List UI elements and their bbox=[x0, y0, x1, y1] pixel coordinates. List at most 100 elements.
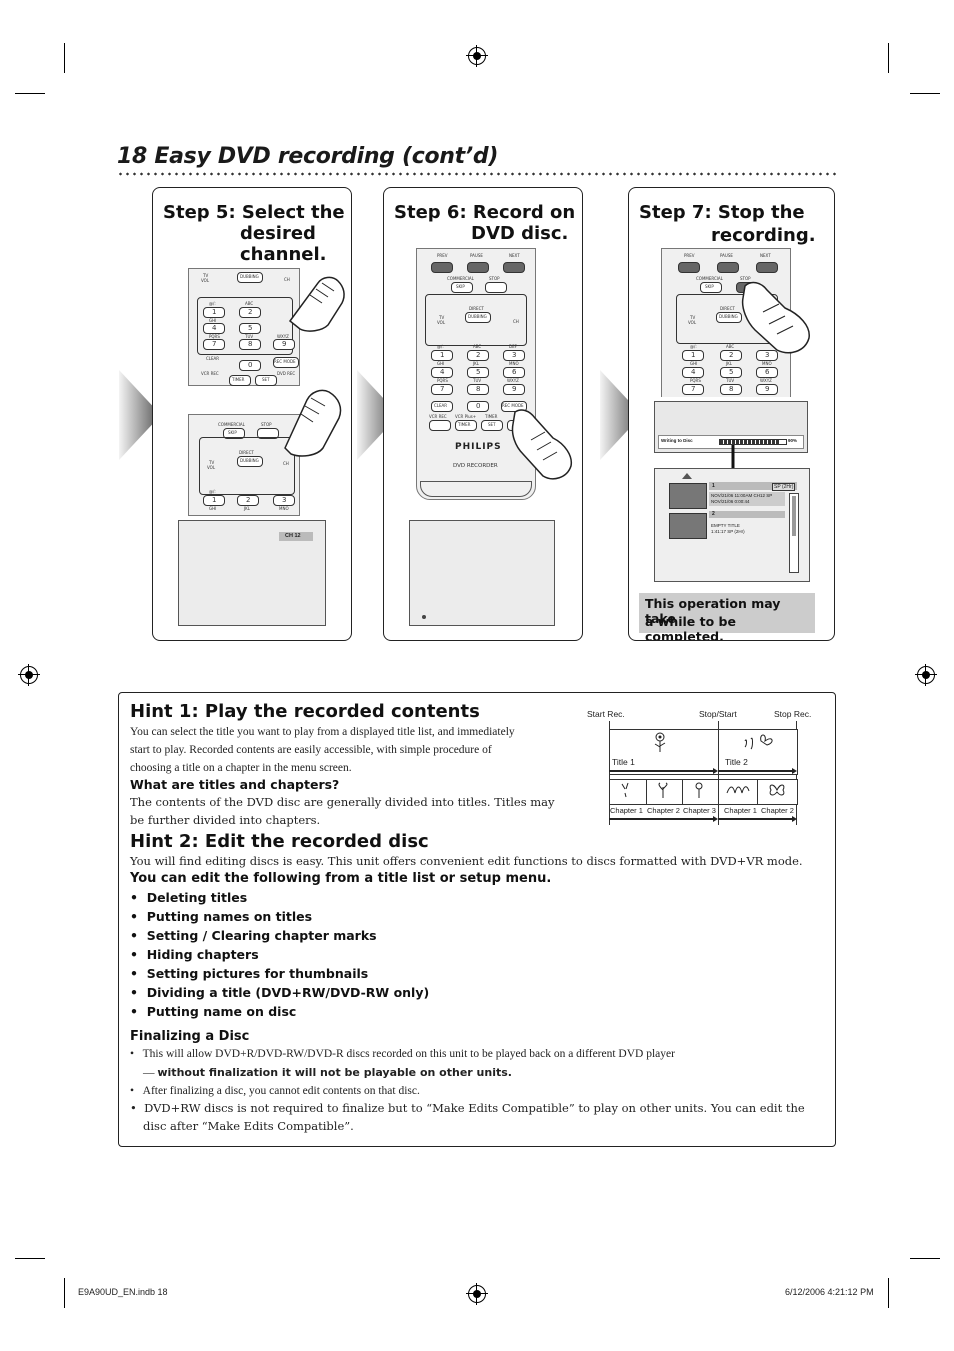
key-2-button[interactable] bbox=[720, 350, 742, 361]
title-chapter-diagram: Start Rec. Stop/Start Stop Rec. Title 1 … bbox=[581, 707, 831, 827]
finalizing-bullet: • After finalizing a disc, you cannot ed… bbox=[130, 1085, 420, 1097]
key-3-button[interactable] bbox=[503, 350, 525, 361]
clear-button[interactable] bbox=[431, 401, 453, 412]
progress-track bbox=[719, 439, 787, 445]
key-2-button[interactable] bbox=[467, 350, 489, 361]
key-4-button[interactable] bbox=[682, 367, 704, 378]
remote-illustration: PREV PAUSE NEXT COMMERCIAL STOP SKIP DIR… bbox=[416, 248, 536, 500]
dubbing-button[interactable] bbox=[716, 312, 742, 323]
key-2-button[interactable] bbox=[237, 495, 259, 506]
crop-mark bbox=[910, 1258, 940, 1259]
hint2-subheading: You can edit the following from a title … bbox=[130, 871, 552, 886]
dubbing-button[interactable] bbox=[237, 456, 263, 467]
key-8-button[interactable] bbox=[239, 339, 261, 350]
key-7-button[interactable] bbox=[431, 384, 453, 395]
caterpillar-icon bbox=[726, 786, 750, 794]
next-button[interactable] bbox=[756, 262, 778, 273]
step-arrow-icon bbox=[119, 370, 161, 460]
key-9-button[interactable] bbox=[273, 339, 295, 350]
chapter-cell bbox=[609, 779, 648, 805]
step7-panel: Step 7: Stop the recording. PREV PAUSE N… bbox=[628, 187, 835, 641]
set-button[interactable] bbox=[481, 420, 503, 431]
key-9-button[interactable] bbox=[503, 384, 525, 395]
dubbing-button[interactable] bbox=[465, 312, 491, 323]
title-list-screen: 1 SP (2Hr) NOV/21/06 11:00AM CH12 SP NOV… bbox=[654, 468, 810, 582]
step5-title-line1: Step 5: Select the bbox=[163, 202, 345, 223]
step6-title-line2: DVD disc. bbox=[471, 223, 569, 244]
butterfly-icon bbox=[769, 784, 785, 796]
timeline-arrow-icon bbox=[609, 768, 797, 774]
flower-icon bbox=[695, 782, 703, 798]
stop-button[interactable] bbox=[257, 428, 279, 439]
channel-indicator: CH 12 bbox=[285, 533, 301, 539]
set-button[interactable] bbox=[255, 375, 277, 386]
finalizing-bullet-cont: — without finalization it will not be pl… bbox=[143, 1066, 512, 1079]
model-label: DVD RECORDER bbox=[453, 463, 498, 469]
key-1-button[interactable] bbox=[203, 495, 225, 506]
progress-fill bbox=[720, 440, 780, 444]
hand-pointer-icon bbox=[284, 389, 342, 457]
prev-button[interactable] bbox=[678, 262, 700, 273]
key-1-button[interactable] bbox=[682, 350, 704, 361]
registration-mark-icon bbox=[915, 664, 937, 686]
registration-mark-icon bbox=[18, 664, 40, 686]
chapter-label: Chapter 3 bbox=[683, 806, 716, 815]
timer-button[interactable] bbox=[455, 420, 477, 431]
next-button[interactable] bbox=[503, 262, 525, 273]
key-5-button[interactable] bbox=[720, 367, 742, 378]
scrollbar[interactable] bbox=[789, 493, 799, 573]
thumbnail bbox=[669, 513, 707, 539]
key-8-button[interactable] bbox=[467, 384, 489, 395]
step-arrow-icon bbox=[357, 370, 399, 460]
butterfly-icon bbox=[744, 734, 773, 750]
list-item: • Setting / Clearing chapter marks bbox=[130, 928, 377, 943]
key-4-button[interactable] bbox=[431, 367, 453, 378]
title-1-label: Title 1 bbox=[612, 757, 635, 767]
pause-button[interactable] bbox=[717, 262, 739, 273]
key-8-button[interactable] bbox=[720, 384, 742, 395]
footer-file: E9A90UD_EN.indb 18 bbox=[78, 1287, 168, 1297]
key-9-button[interactable] bbox=[756, 384, 778, 395]
pause-button[interactable] bbox=[467, 262, 489, 273]
tv-screen: CH 12 bbox=[178, 520, 326, 626]
dubbing-button[interactable] bbox=[237, 272, 263, 283]
timer-button[interactable] bbox=[229, 375, 251, 386]
list-item: • Hiding chapters bbox=[130, 947, 259, 962]
rec-mode-button[interactable] bbox=[501, 401, 527, 412]
vcr-rec-button[interactable] bbox=[429, 420, 451, 431]
key-4-button[interactable] bbox=[203, 323, 225, 334]
skip-button[interactable] bbox=[223, 428, 245, 439]
brand-logo: PHILIPS bbox=[455, 442, 502, 452]
tv-screen bbox=[409, 520, 555, 626]
key-7-button[interactable] bbox=[203, 339, 225, 350]
hints-box: Hint 1: Play the recorded contents You c… bbox=[118, 692, 836, 1147]
key-6-button[interactable] bbox=[756, 367, 778, 378]
skip-button[interactable] bbox=[700, 282, 722, 293]
thumbnail bbox=[669, 483, 707, 509]
crop-mark bbox=[15, 93, 45, 94]
key-0-button[interactable] bbox=[467, 401, 489, 412]
list-item: • Putting names on titles bbox=[130, 909, 313, 924]
key-0-button[interactable] bbox=[239, 360, 261, 371]
finalizing-bullet-cont: disc after “Make Edits Compatible”. bbox=[143, 1119, 354, 1133]
skip-button[interactable] bbox=[451, 282, 473, 293]
key-1-button[interactable] bbox=[431, 350, 453, 361]
key-3-button[interactable] bbox=[756, 350, 778, 361]
prev-button[interactable] bbox=[431, 262, 453, 273]
key-6-button[interactable] bbox=[503, 367, 525, 378]
hint1-para2-line: be further divided into chapters. bbox=[130, 813, 321, 827]
crop-mark bbox=[910, 93, 940, 94]
rec-mode-button[interactable] bbox=[273, 357, 299, 368]
recording-indicator-icon bbox=[422, 615, 426, 619]
key-7-button[interactable] bbox=[682, 384, 704, 395]
key-5-button[interactable] bbox=[467, 367, 489, 378]
key-3-button[interactable] bbox=[273, 495, 295, 506]
list-item: • Putting name on disc bbox=[130, 1004, 297, 1019]
key-5-button[interactable] bbox=[239, 323, 261, 334]
key-2-button[interactable] bbox=[239, 307, 261, 318]
crop-mark bbox=[15, 1258, 45, 1259]
timeline-arrow-icon bbox=[609, 816, 797, 822]
stop-button[interactable] bbox=[485, 282, 507, 293]
step7-title-line1: Step 7: Stop the bbox=[639, 202, 805, 223]
key-1-button[interactable] bbox=[203, 307, 225, 318]
